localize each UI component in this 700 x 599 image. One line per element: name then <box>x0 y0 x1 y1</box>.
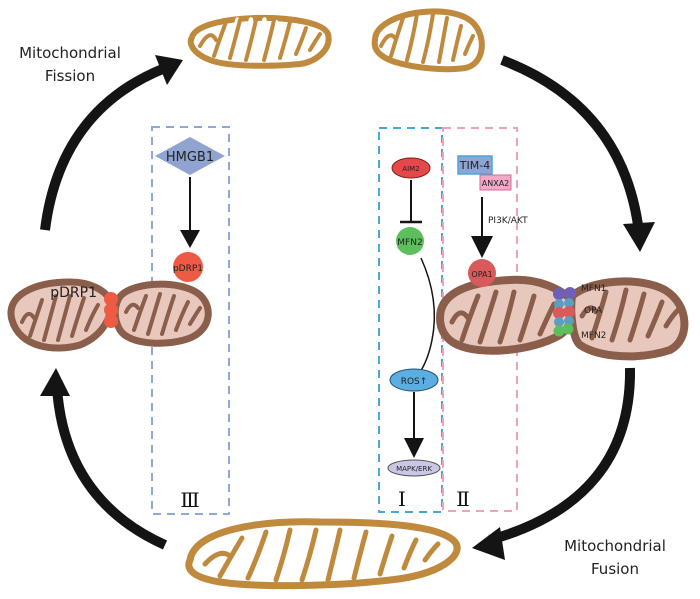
fusion-mfn2-label: MFN2 <box>581 331 606 341</box>
fusion-arrow-bottom <box>488 367 636 545</box>
anxa2-node <box>479 174 512 191</box>
panel-II-box <box>442 127 518 512</box>
pi3k-akt-label: PI3K/AKT <box>488 216 528 226</box>
ros-label: ROS↑ <box>401 377 428 387</box>
mitochondrion-bottom <box>185 518 461 590</box>
opa1-node <box>468 259 496 287</box>
anxa2-label: ANXA2 <box>482 179 510 188</box>
mfn1-bead <box>564 287 576 299</box>
fusion-label-line1: Mitochondrial <box>564 537 666 555</box>
tim4-node <box>457 155 493 175</box>
pdrp1-node <box>173 252 203 282</box>
ros-node <box>389 368 439 392</box>
opa-bead <box>564 316 574 326</box>
fusion-arrowhead-bottom <box>472 527 505 560</box>
cycle-arrowhead-bottom-left <box>40 368 70 396</box>
ros-arrowhead <box>404 438 424 458</box>
fission-label-line2: Fission <box>45 67 95 85</box>
mitochondrion-fission-pair <box>7 278 212 352</box>
panel-III-numeral: Ⅲ <box>180 488 199 512</box>
mitochondrion-top-left <box>187 14 332 69</box>
fusion-arrow-top <box>500 55 643 226</box>
pdrp1-constriction-bead <box>104 303 118 317</box>
hmgb1-node <box>155 137 225 175</box>
tim4-label: TIM-4 <box>459 159 490 172</box>
hmgb1-arrowhead <box>180 230 200 248</box>
fission-arrowhead <box>155 55 183 85</box>
pdrp1-site-label: pDRP1 <box>50 285 97 301</box>
mfn2-label: MFN2 <box>397 238 422 248</box>
cycle-arrow-bottom-left <box>52 387 168 550</box>
mapk-erk-label: MAPK/ERK <box>396 465 432 473</box>
mapk-erk-node <box>387 459 441 477</box>
mitochondrion-top-right <box>371 8 485 73</box>
mfn2-bead <box>562 323 574 335</box>
mfn2-bead <box>553 325 565 337</box>
pi3k-akt-arrowhead <box>471 236 493 258</box>
hmgb1-label: HMGB1 <box>166 150 214 165</box>
panel-I-numeral: Ⅰ <box>398 487 406 511</box>
aim2-node <box>391 157 431 179</box>
mfn1-bead <box>553 288 565 300</box>
panel-II-numeral: Ⅱ <box>456 487 470 511</box>
opa-bead <box>554 317 564 327</box>
fission-arrow <box>40 63 167 231</box>
mfn2-node <box>396 227 424 255</box>
pdrp1-constriction-bead <box>104 292 118 306</box>
opa1-label: OPA1 <box>471 270 492 279</box>
opa-bead <box>554 299 564 309</box>
fusion-label-line2: Fusion <box>591 560 639 578</box>
opa-bead <box>553 307 565 319</box>
opa-bead <box>564 298 574 308</box>
mfn2-to-ros-curve <box>419 257 436 373</box>
aim2-label: AIM2 <box>402 165 419 173</box>
fusion-opa-label: OPA <box>584 306 603 316</box>
pdrp1-node-label: pDRP1 <box>173 264 203 274</box>
fission-label-line1: Mitochondrial <box>19 44 121 62</box>
fusion-tether-cluster <box>553 287 576 337</box>
fusion-arrowhead-top <box>623 222 655 252</box>
opa-bead <box>563 306 575 318</box>
fusion-mfn1-label: MFN1 <box>581 284 606 294</box>
pdrp1-constriction-bead <box>104 314 118 328</box>
